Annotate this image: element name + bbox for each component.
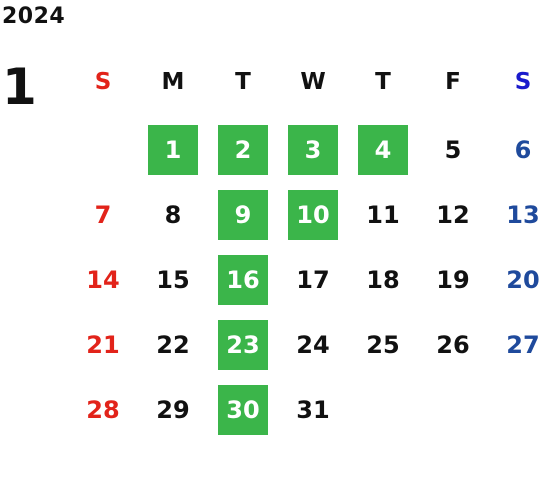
weekday-header-sat: S — [514, 69, 532, 95]
day-cell-20[interactable]: 20 — [506, 266, 540, 294]
day-cell-1[interactable]: 1 — [148, 125, 198, 175]
day-cell-18[interactable]: 18 — [366, 266, 400, 294]
day-cell-8[interactable]: 8 — [164, 201, 182, 229]
day-cell-10[interactable]: 10 — [288, 190, 338, 240]
weekday-header-wed: W — [300, 69, 326, 95]
day-cell-6[interactable]: 6 — [514, 136, 532, 164]
day-cell-29[interactable]: 29 — [156, 396, 190, 424]
day-cell-14[interactable]: 14 — [86, 266, 120, 294]
day-cell-28[interactable]: 28 — [86, 396, 120, 424]
day-cell-21[interactable]: 21 — [86, 331, 120, 359]
weekday-header-mon: M — [161, 69, 185, 95]
day-cell-22[interactable]: 22 — [156, 331, 190, 359]
day-cell-26[interactable]: 26 — [436, 331, 470, 359]
day-cell-5[interactable]: 5 — [444, 136, 462, 164]
day-cell-13[interactable]: 13 — [506, 201, 540, 229]
day-cell-19[interactable]: 19 — [436, 266, 470, 294]
weekday-header-thu: T — [375, 69, 391, 95]
weekday-header-sun: S — [94, 69, 112, 95]
day-cell-9[interactable]: 9 — [218, 190, 268, 240]
day-cell-23[interactable]: 23 — [218, 320, 268, 370]
day-cell-12[interactable]: 12 — [436, 201, 470, 229]
weekday-header-fri: F — [445, 69, 461, 95]
day-cell-2[interactable]: 2 — [218, 125, 268, 175]
day-cell-25[interactable]: 25 — [366, 331, 400, 359]
weekday-header-tue: T — [235, 69, 251, 95]
day-cell-17[interactable]: 17 — [296, 266, 330, 294]
year-label: 2024 — [2, 4, 66, 29]
month-number: 1 — [2, 58, 37, 116]
day-cell-3[interactable]: 3 — [288, 125, 338, 175]
day-cell-11[interactable]: 11 — [366, 201, 400, 229]
day-cell-7[interactable]: 7 — [94, 201, 112, 229]
day-cell-16[interactable]: 16 — [218, 255, 268, 305]
day-cell-4[interactable]: 4 — [358, 125, 408, 175]
day-cell-15[interactable]: 15 — [156, 266, 190, 294]
day-cell-27[interactable]: 27 — [506, 331, 540, 359]
day-cell-31[interactable]: 31 — [296, 396, 330, 424]
day-cell-30[interactable]: 30 — [218, 385, 268, 435]
day-cell-24[interactable]: 24 — [296, 331, 330, 359]
